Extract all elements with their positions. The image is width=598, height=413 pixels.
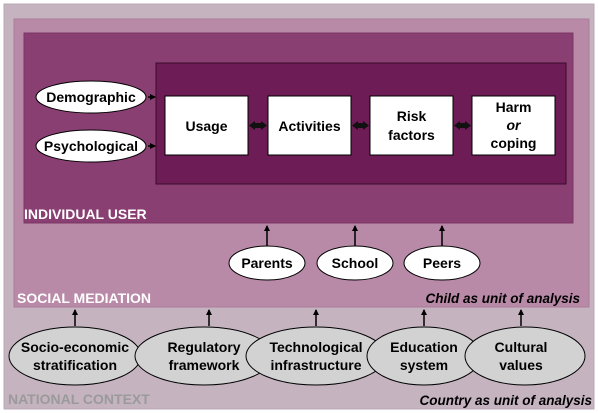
activities-label: Activities <box>278 118 340 134</box>
cultural-node: Cultural values <box>464 326 586 386</box>
usage-label: Usage <box>185 118 227 134</box>
school-node: School <box>316 245 394 281</box>
school-label: School <box>332 255 379 271</box>
activities-risk-connector <box>352 121 369 130</box>
technological-label-line1: Technological <box>269 339 362 355</box>
usage-activities-connector <box>249 121 267 130</box>
harm-label-line2: or <box>507 117 523 133</box>
individual-user-label: INDIVIDUAL USER <box>24 206 147 222</box>
regulatory-label-line2: framework <box>169 357 240 373</box>
risk-harm-connector <box>454 121 471 130</box>
national-context-label: NATIONAL CONTEXT <box>8 391 150 407</box>
peers-node: Peers <box>403 245 481 281</box>
socio-label-line1: Socio-economic <box>21 339 129 355</box>
country-unit-label: Country as unit of analysis <box>419 393 592 408</box>
education-label-line1: Education <box>390 339 458 355</box>
education-node: Education system <box>366 326 482 386</box>
technological-label-line2: infrastructure <box>270 357 361 373</box>
psychological-node: Psychological <box>35 129 147 163</box>
risk-label-line2: factors <box>388 127 435 143</box>
parents-label: Parents <box>241 255 293 271</box>
cultural-label-line1: Cultural <box>495 339 548 355</box>
regulatory-label-line1: Regulatory <box>167 339 240 355</box>
socio-label-line2: stratification <box>33 357 117 373</box>
usage-box: Usage <box>164 95 249 156</box>
harm-label-line3: coping <box>491 135 537 151</box>
psychological-label: Psychological <box>44 138 138 154</box>
social-mediation-label: SOCIAL MEDIATION <box>17 290 151 306</box>
peers-label: Peers <box>423 255 461 271</box>
risk-label-line1: Risk <box>397 108 427 124</box>
regulatory-node: Regulatory framework <box>134 326 274 386</box>
socio-economic-node: Socio-economic stratification <box>8 326 142 386</box>
harm-label-line1: Harm <box>496 99 532 115</box>
demographic-node: Demographic <box>35 80 147 114</box>
harm-coping-box: Harm or coping <box>471 95 556 156</box>
activities-box: Activities <box>267 95 352 156</box>
child-unit-label: Child as unit of analysis <box>425 291 580 306</box>
technological-node: Technological infrastructure <box>245 326 387 386</box>
cultural-label-line2: values <box>499 357 543 373</box>
risk-factors-box: Risk factors <box>369 95 454 156</box>
parents-node: Parents <box>228 245 306 281</box>
demographic-label: Demographic <box>46 89 136 105</box>
education-label-line2: system <box>400 357 448 373</box>
